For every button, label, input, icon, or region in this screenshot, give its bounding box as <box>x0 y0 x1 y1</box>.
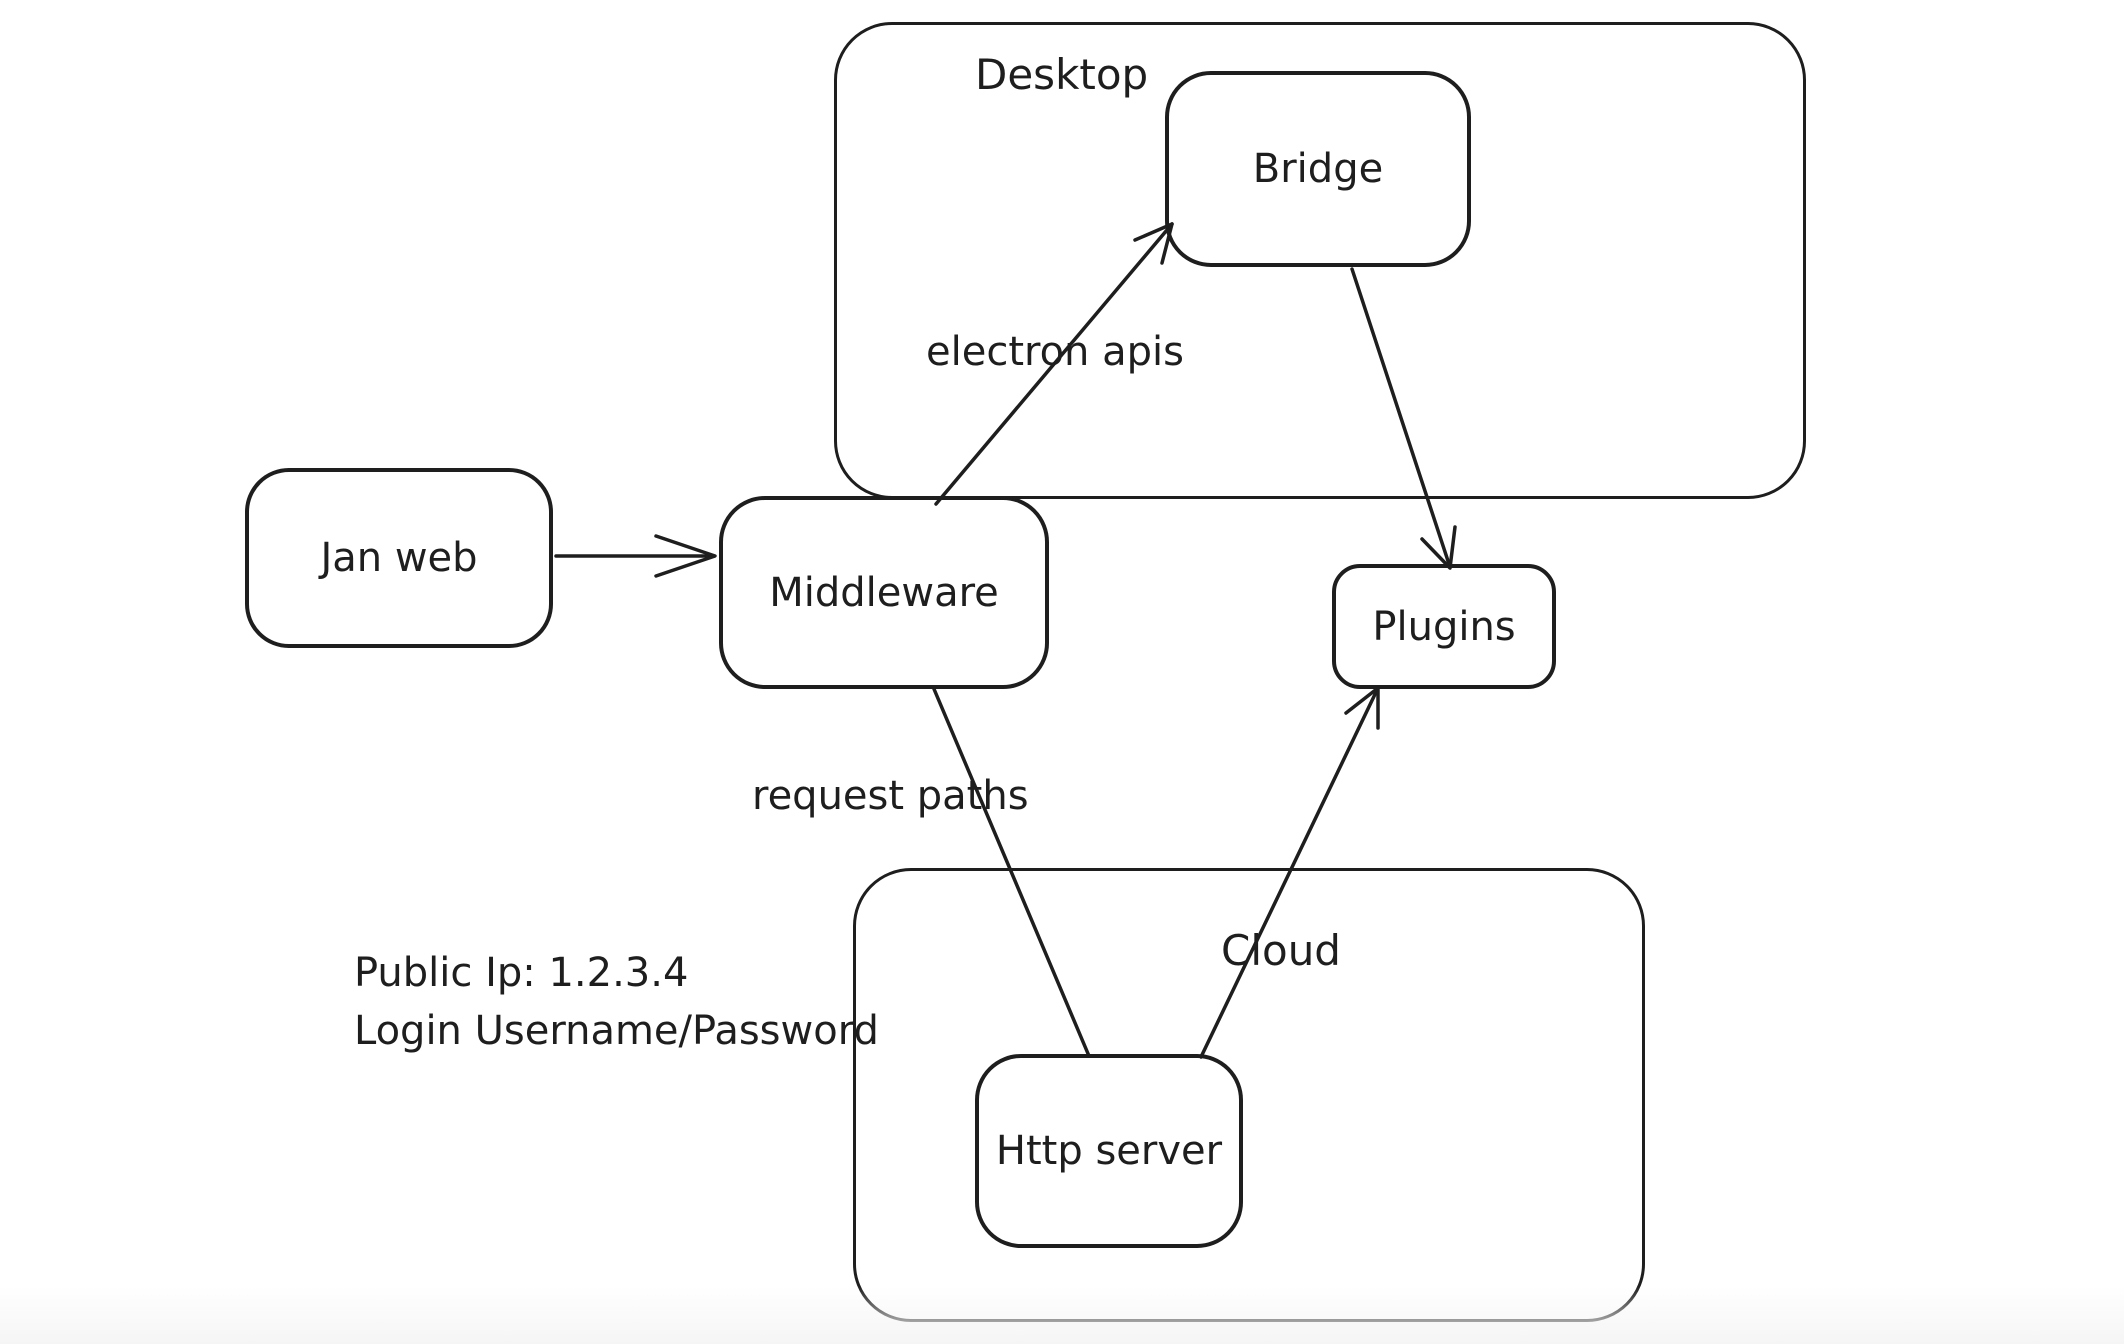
cloud-container-label: Cloud <box>1221 926 1341 975</box>
plugins-node-label: Plugins <box>1372 603 1516 650</box>
arrowhead-http-server-to-plugins <box>1344 686 1380 730</box>
arrowhead-middleware-to-bridge <box>1133 222 1174 265</box>
jan-web-node[interactable]: Jan web <box>245 468 553 648</box>
edge-jan-web-to-middleware[interactable] <box>554 534 717 578</box>
arrowhead-jan-web-to-middleware <box>654 534 717 578</box>
annotation-login-line: Login Username/Password <box>354 1008 879 1054</box>
bridge-node-label: Bridge <box>1252 146 1384 192</box>
edge-http-server-to-plugins[interactable] <box>1199 686 1380 1059</box>
http-server-node[interactable]: Http server <box>975 1054 1243 1248</box>
desktop-container[interactable]: Desktop <box>834 22 1806 499</box>
page-bottom-fade <box>0 1286 2124 1344</box>
edge-middleware-to-bridge[interactable] <box>934 222 1174 506</box>
plugins-node[interactable]: Plugins <box>1332 564 1556 689</box>
edge-bridge-to-plugins[interactable] <box>1350 267 1457 570</box>
http-server-node-label: Http server <box>995 1128 1223 1174</box>
edge-middleware-to-http-server[interactable] <box>932 687 1091 1058</box>
cloud-access-annotation[interactable]: Public Ip: 1.2.3.4 Login Username/Passwo… <box>354 944 879 1060</box>
arrowhead-bridge-to-plugins <box>1420 525 1457 570</box>
edge-label-electron-apis[interactable]: electron apis <box>926 329 1184 375</box>
bridge-node[interactable]: Bridge <box>1165 71 1471 267</box>
middleware-node[interactable]: Middleware <box>719 496 1049 689</box>
desktop-container-label: Desktop <box>975 50 1149 99</box>
edge-label-request-paths[interactable]: request paths <box>752 773 1029 819</box>
annotation-public-ip-line: Public Ip: 1.2.3.4 <box>354 950 689 996</box>
jan-web-node-label: Jan web <box>320 535 478 581</box>
middleware-node-label: Middleware <box>769 569 999 616</box>
